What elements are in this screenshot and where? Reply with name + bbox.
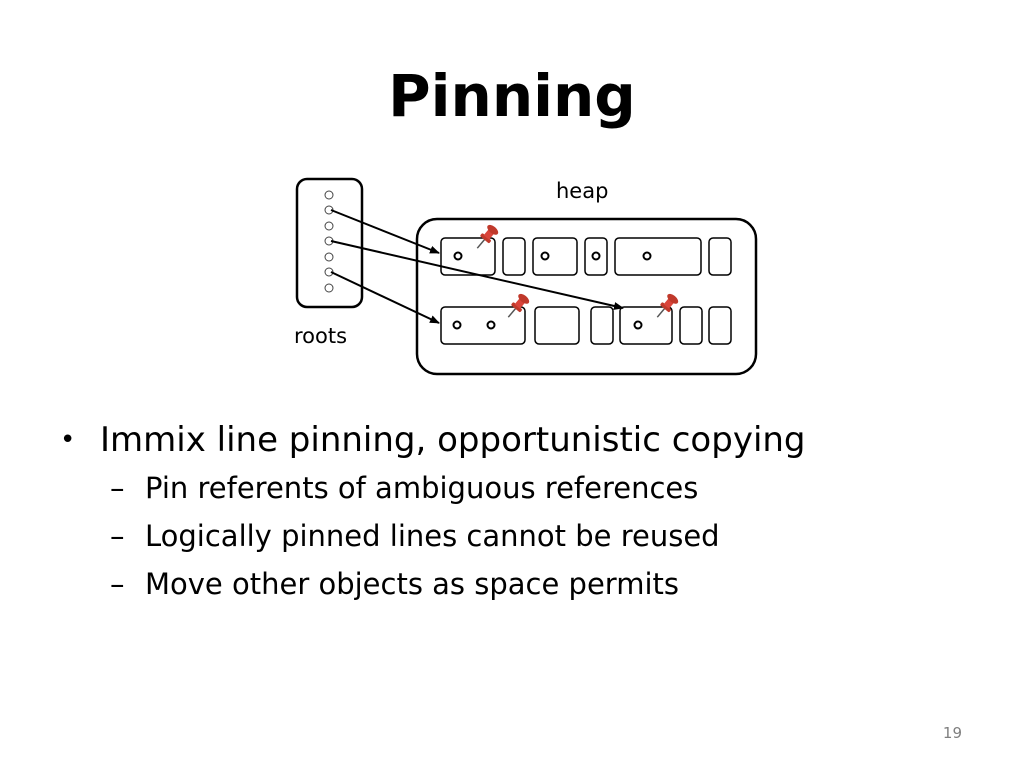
sub-bullet-text: Logically pinned lines cannot be reused bbox=[145, 519, 720, 553]
root-arrow bbox=[330, 240, 624, 310]
reference-field bbox=[642, 251, 652, 261]
reference-field bbox=[591, 251, 601, 261]
bullet-text: Immix line pinning, opportunistic copyin… bbox=[100, 420, 806, 460]
sub-bullet-text: Move other objects as space permits bbox=[145, 567, 679, 601]
roots-label: roots bbox=[294, 324, 347, 348]
heap-object bbox=[440, 306, 526, 345]
heap-line-1 bbox=[440, 237, 732, 276]
sub-bullet-item: – Logically pinned lines cannot be reuse… bbox=[60, 512, 1000, 560]
pushpin-icon bbox=[507, 293, 530, 318]
root-slot bbox=[324, 221, 334, 231]
sub-bullet-item: – Pin referents of ambiguous references bbox=[60, 464, 1000, 512]
reference-fields bbox=[452, 251, 652, 330]
sub-bullet-item: – Move other objects as space permits bbox=[60, 560, 1000, 608]
root-arrow bbox=[330, 271, 440, 324]
heap-object bbox=[532, 237, 578, 276]
sub-bullet-marker: – bbox=[110, 567, 125, 601]
heap-object bbox=[534, 306, 580, 345]
heap-object bbox=[614, 237, 702, 276]
reference-field bbox=[486, 320, 496, 330]
sub-bullet-text: Pin referents of ambiguous references bbox=[145, 471, 699, 505]
reference-field bbox=[633, 320, 643, 330]
heap-object bbox=[708, 237, 732, 276]
heap-object bbox=[708, 306, 732, 345]
heap-line-2 bbox=[440, 306, 732, 345]
heap-object bbox=[679, 306, 703, 345]
reference-field bbox=[540, 251, 550, 261]
bullet-item: • Immix line pinning, opportunistic copy… bbox=[60, 416, 1000, 464]
sub-bullet-marker: – bbox=[110, 519, 125, 553]
root-slot bbox=[324, 283, 334, 293]
heap-pinning-diagram: roots heap bbox=[294, 177, 758, 376]
heap-object bbox=[440, 237, 496, 276]
heap-object bbox=[590, 306, 614, 345]
slide-title: Pinning bbox=[388, 62, 636, 130]
pushpin-icon bbox=[656, 293, 679, 318]
heap-object bbox=[502, 237, 526, 276]
root-slot bbox=[324, 252, 334, 262]
sub-bullet-marker: – bbox=[110, 471, 125, 505]
root-arrows bbox=[330, 209, 624, 324]
page-number: 19 bbox=[942, 724, 962, 742]
reference-field bbox=[453, 251, 463, 261]
bullet-marker: • bbox=[60, 425, 76, 455]
reference-field bbox=[452, 320, 462, 330]
heap-object bbox=[619, 306, 673, 345]
root-slot bbox=[324, 190, 334, 200]
bullet-list: • Immix line pinning, opportunistic copy… bbox=[60, 416, 1000, 608]
root-arrow bbox=[330, 209, 440, 254]
heap-label: heap bbox=[556, 179, 608, 203]
pushpin-icon bbox=[476, 224, 499, 249]
